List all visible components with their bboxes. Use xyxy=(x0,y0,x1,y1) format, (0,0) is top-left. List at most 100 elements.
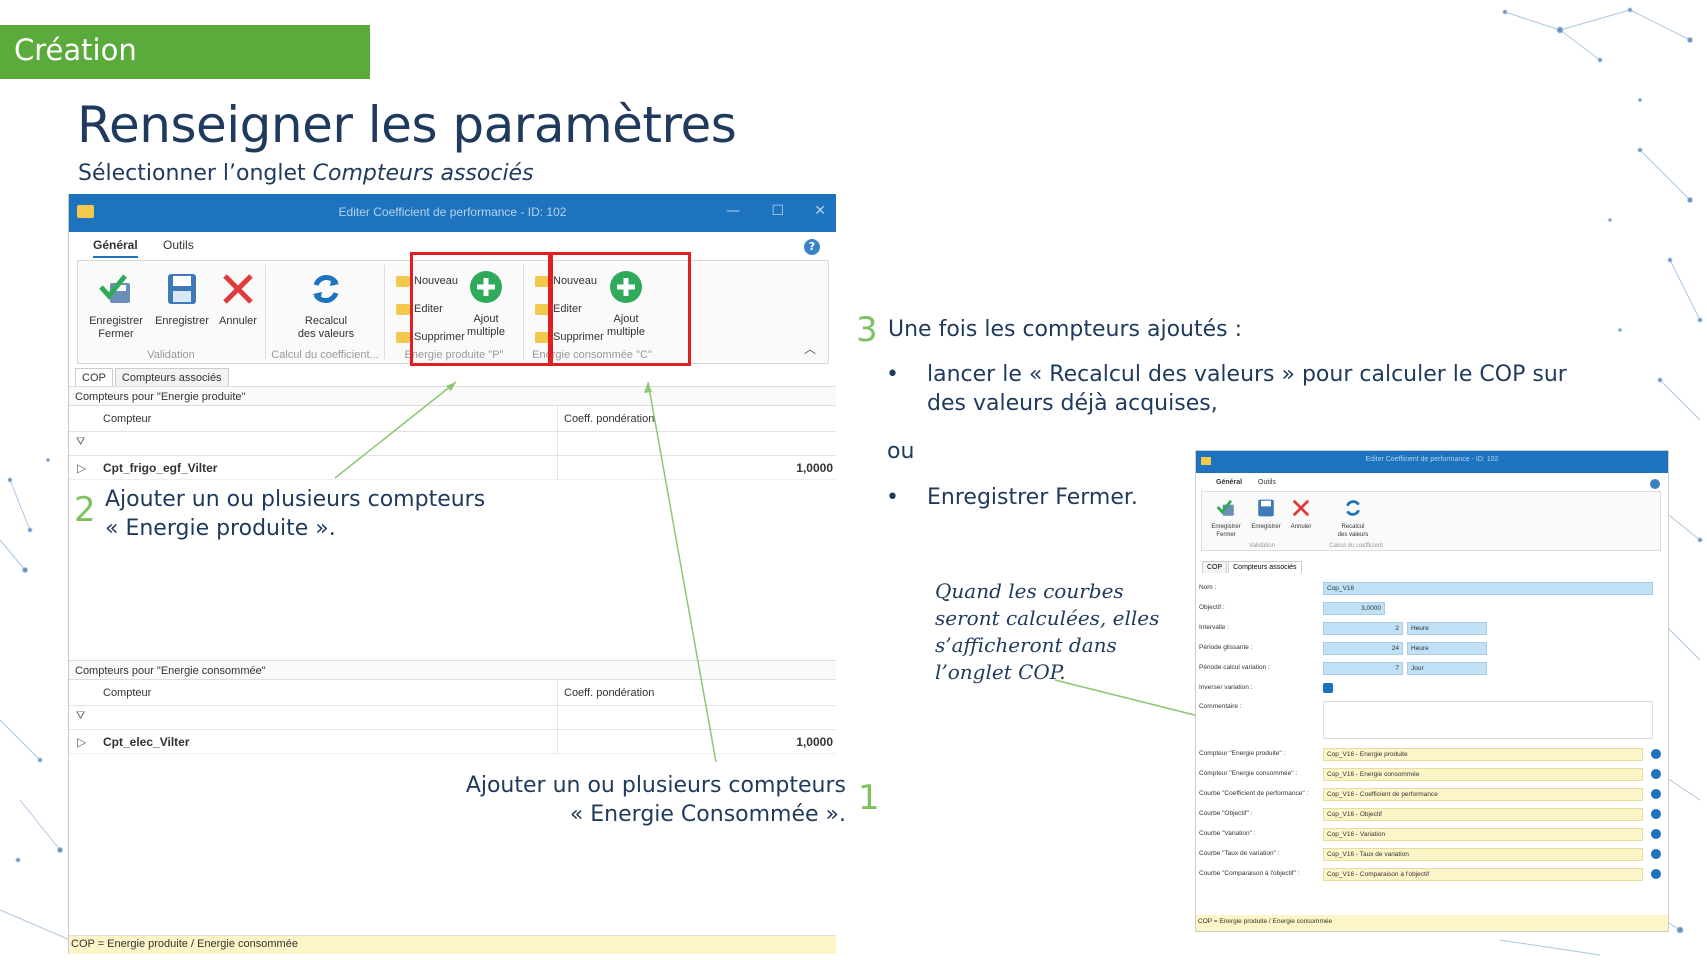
field-label: Courbe "Coefficient de performance" : xyxy=(1199,790,1309,797)
filter-row[interactable]: ⛛ xyxy=(69,706,836,730)
tab-tools[interactable]: Outils xyxy=(1258,479,1276,486)
step1-line-2: « Energie Consommée ». xyxy=(569,802,846,827)
grid-header: Compteur Coeff. pondération xyxy=(69,406,836,432)
add-multiple-label-1: Ajout xyxy=(473,313,499,325)
filter-cell[interactable] xyxy=(557,432,564,455)
linked-curve-field[interactable]: Cop_V16 - Energie produite xyxy=(1323,748,1643,761)
tab-associated-counters[interactable]: Compteurs associés xyxy=(1228,561,1302,573)
minimize-button[interactable]: — xyxy=(726,203,740,219)
recalc-label-2: des valeurs xyxy=(1337,532,1369,538)
subtitle-tab-name: Compteurs associés xyxy=(312,161,534,186)
tab-tools[interactable]: Outils xyxy=(163,238,194,252)
name-field[interactable]: Cop_V16 xyxy=(1323,582,1653,595)
variation-field[interactable]: 7 xyxy=(1323,662,1403,675)
column-header-counter[interactable]: Compteur xyxy=(103,413,152,425)
interval-field[interactable]: 2 xyxy=(1323,622,1403,635)
linked-curve-field[interactable]: Cop_V16 - Taux de variation xyxy=(1323,848,1643,861)
invert-checkbox[interactable] xyxy=(1323,683,1333,693)
grid-title: Compteurs pour "Energie consommée" xyxy=(69,660,836,680)
go-to-arrow-icon[interactable] xyxy=(1651,829,1661,839)
save-close-label-2: Fermer xyxy=(98,328,134,340)
linked-curve-field[interactable]: Cop_V16 - Energie consommée xyxy=(1323,768,1643,781)
tab-cop[interactable]: COP xyxy=(75,368,113,387)
field-label: Période glissante : xyxy=(1199,644,1253,651)
go-to-arrow-icon[interactable] xyxy=(1651,849,1661,859)
linked-curve-field[interactable]: Cop_V16 - Variation xyxy=(1323,828,1643,841)
help-icon[interactable]: ? xyxy=(804,239,820,255)
edit-producer-item[interactable]: Editer xyxy=(396,303,443,315)
tab-general[interactable]: Général xyxy=(1216,479,1243,486)
ribbon: Enregistrer Fermer Enregistrer Annuler V… xyxy=(77,260,829,364)
filter-cell[interactable] xyxy=(557,706,564,729)
interval-unit-select[interactable]: Heure xyxy=(1407,622,1487,635)
add-multiple-consumer-button[interactable]: Ajout multiple xyxy=(604,269,648,339)
save-close-button[interactable]: Enregistrer Fermer xyxy=(86,271,146,341)
close-button[interactable]: ✕ xyxy=(814,203,826,219)
column-header-counter[interactable]: Compteur xyxy=(103,687,152,699)
new-consumer-item[interactable]: Nouveau xyxy=(535,275,597,287)
folder-new-icon xyxy=(396,275,410,287)
filter-icon[interactable]: ⛛ xyxy=(76,436,86,448)
table-row[interactable]: ▷ Cpt_elec_Vilter 1,0000 xyxy=(69,730,836,754)
ribbon-tabs: Général Outils xyxy=(93,238,216,258)
table-row[interactable]: ▷ Cpt_frigo_egf_Vilter 1,0000 xyxy=(69,456,836,480)
coef-value: 1,0000 xyxy=(796,735,833,749)
delete-producer-item[interactable]: Supprimer xyxy=(396,331,465,343)
linked-curve-field[interactable]: Cop_V16 - Objectif xyxy=(1323,808,1643,821)
add-multiple-producer-button[interactable]: Ajout multiple xyxy=(464,269,508,339)
save-close-label-2: Fermer xyxy=(1216,532,1236,538)
section-tab: Création xyxy=(0,25,370,79)
tab-associated-counters[interactable]: Compteurs associés xyxy=(114,368,229,387)
linked-curve-field[interactable]: Cop_V16 - Coefficient de performance xyxy=(1323,788,1643,801)
sliding-unit-select[interactable]: Heure xyxy=(1407,642,1487,655)
variation-unit-select[interactable]: Jour xyxy=(1407,662,1487,675)
edit-consumer-item[interactable]: Editer xyxy=(535,303,582,315)
sliding-field[interactable]: 24 xyxy=(1323,642,1403,655)
comment-field[interactable] xyxy=(1323,701,1653,739)
tab-general[interactable]: Général xyxy=(93,238,138,258)
save-button[interactable]: Enregistrer xyxy=(1248,498,1284,531)
group-label-validation: Validation xyxy=(147,349,195,361)
linked-curve-row: Courbe "Comparaison à l'objectif" :Cop_V… xyxy=(1199,867,1664,882)
maximize-button[interactable]: ☐ xyxy=(771,203,784,219)
go-to-arrow-icon[interactable] xyxy=(1651,789,1661,799)
counter-name: Cpt_frigo_egf_Vilter xyxy=(103,461,218,475)
column-header-coef[interactable]: Coeff. pondération xyxy=(557,680,654,705)
field-label: Compteur "Energie produite" : xyxy=(1199,750,1286,757)
go-to-arrow-icon[interactable] xyxy=(1651,769,1661,779)
go-to-arrow-icon[interactable] xyxy=(1651,869,1661,879)
go-to-arrow-icon[interactable] xyxy=(1651,749,1661,759)
bullet-glyph: • xyxy=(886,485,899,510)
expand-row-icon[interactable]: ▷ xyxy=(77,735,87,749)
recalc-values-button[interactable]: Recalcul des valeurs xyxy=(1330,498,1376,539)
column-header-coef[interactable]: Coeff. pondération xyxy=(557,406,654,431)
note-line-4: l’onglet COP. xyxy=(935,660,1066,684)
folder-edit-icon xyxy=(396,303,410,315)
save-button[interactable]: Enregistrer xyxy=(152,271,212,328)
help-icon[interactable] xyxy=(1650,479,1660,489)
new-label: Nouveau xyxy=(553,275,598,287)
coef-cell: 1,0000 xyxy=(557,730,836,753)
filter-row[interactable]: ⛛ xyxy=(69,432,836,456)
filter-icon[interactable]: ⛛ xyxy=(76,710,86,722)
field-label: Période calcul variation : xyxy=(1199,664,1270,671)
cop-note: Quand les courbes seront calculées, elle… xyxy=(935,578,1159,686)
cancel-button[interactable]: Annuler xyxy=(212,271,264,328)
save-close-label-1: Enregistrer xyxy=(1211,524,1241,530)
tab-cop[interactable]: COP xyxy=(1202,561,1228,573)
new-producer-item[interactable]: Nouveau xyxy=(396,275,458,287)
save-label: Enregistrer xyxy=(155,315,209,327)
counter-name: Cpt_elec_Vilter xyxy=(103,735,190,749)
bullet-save-close: Enregistrer Fermer. xyxy=(927,485,1138,510)
recalc-values-button[interactable]: Recalcul des valeurs xyxy=(278,271,374,341)
save-close-button[interactable]: Enregistrer Fermer xyxy=(1208,498,1244,539)
delete-consumer-item[interactable]: Supprimer xyxy=(535,331,604,343)
collapse-ribbon-icon[interactable]: ︿ xyxy=(803,342,816,356)
expand-row-icon[interactable]: ▷ xyxy=(77,461,87,475)
linked-curve-field[interactable]: Cop_V16 - Comparaison à l'objectif xyxy=(1323,868,1643,881)
go-to-arrow-icon[interactable] xyxy=(1651,809,1661,819)
cancel-button[interactable]: Annuler xyxy=(1286,498,1316,531)
recalc-label-2: des valeurs xyxy=(297,328,355,340)
objective-field[interactable]: 3,0000 xyxy=(1323,602,1385,615)
